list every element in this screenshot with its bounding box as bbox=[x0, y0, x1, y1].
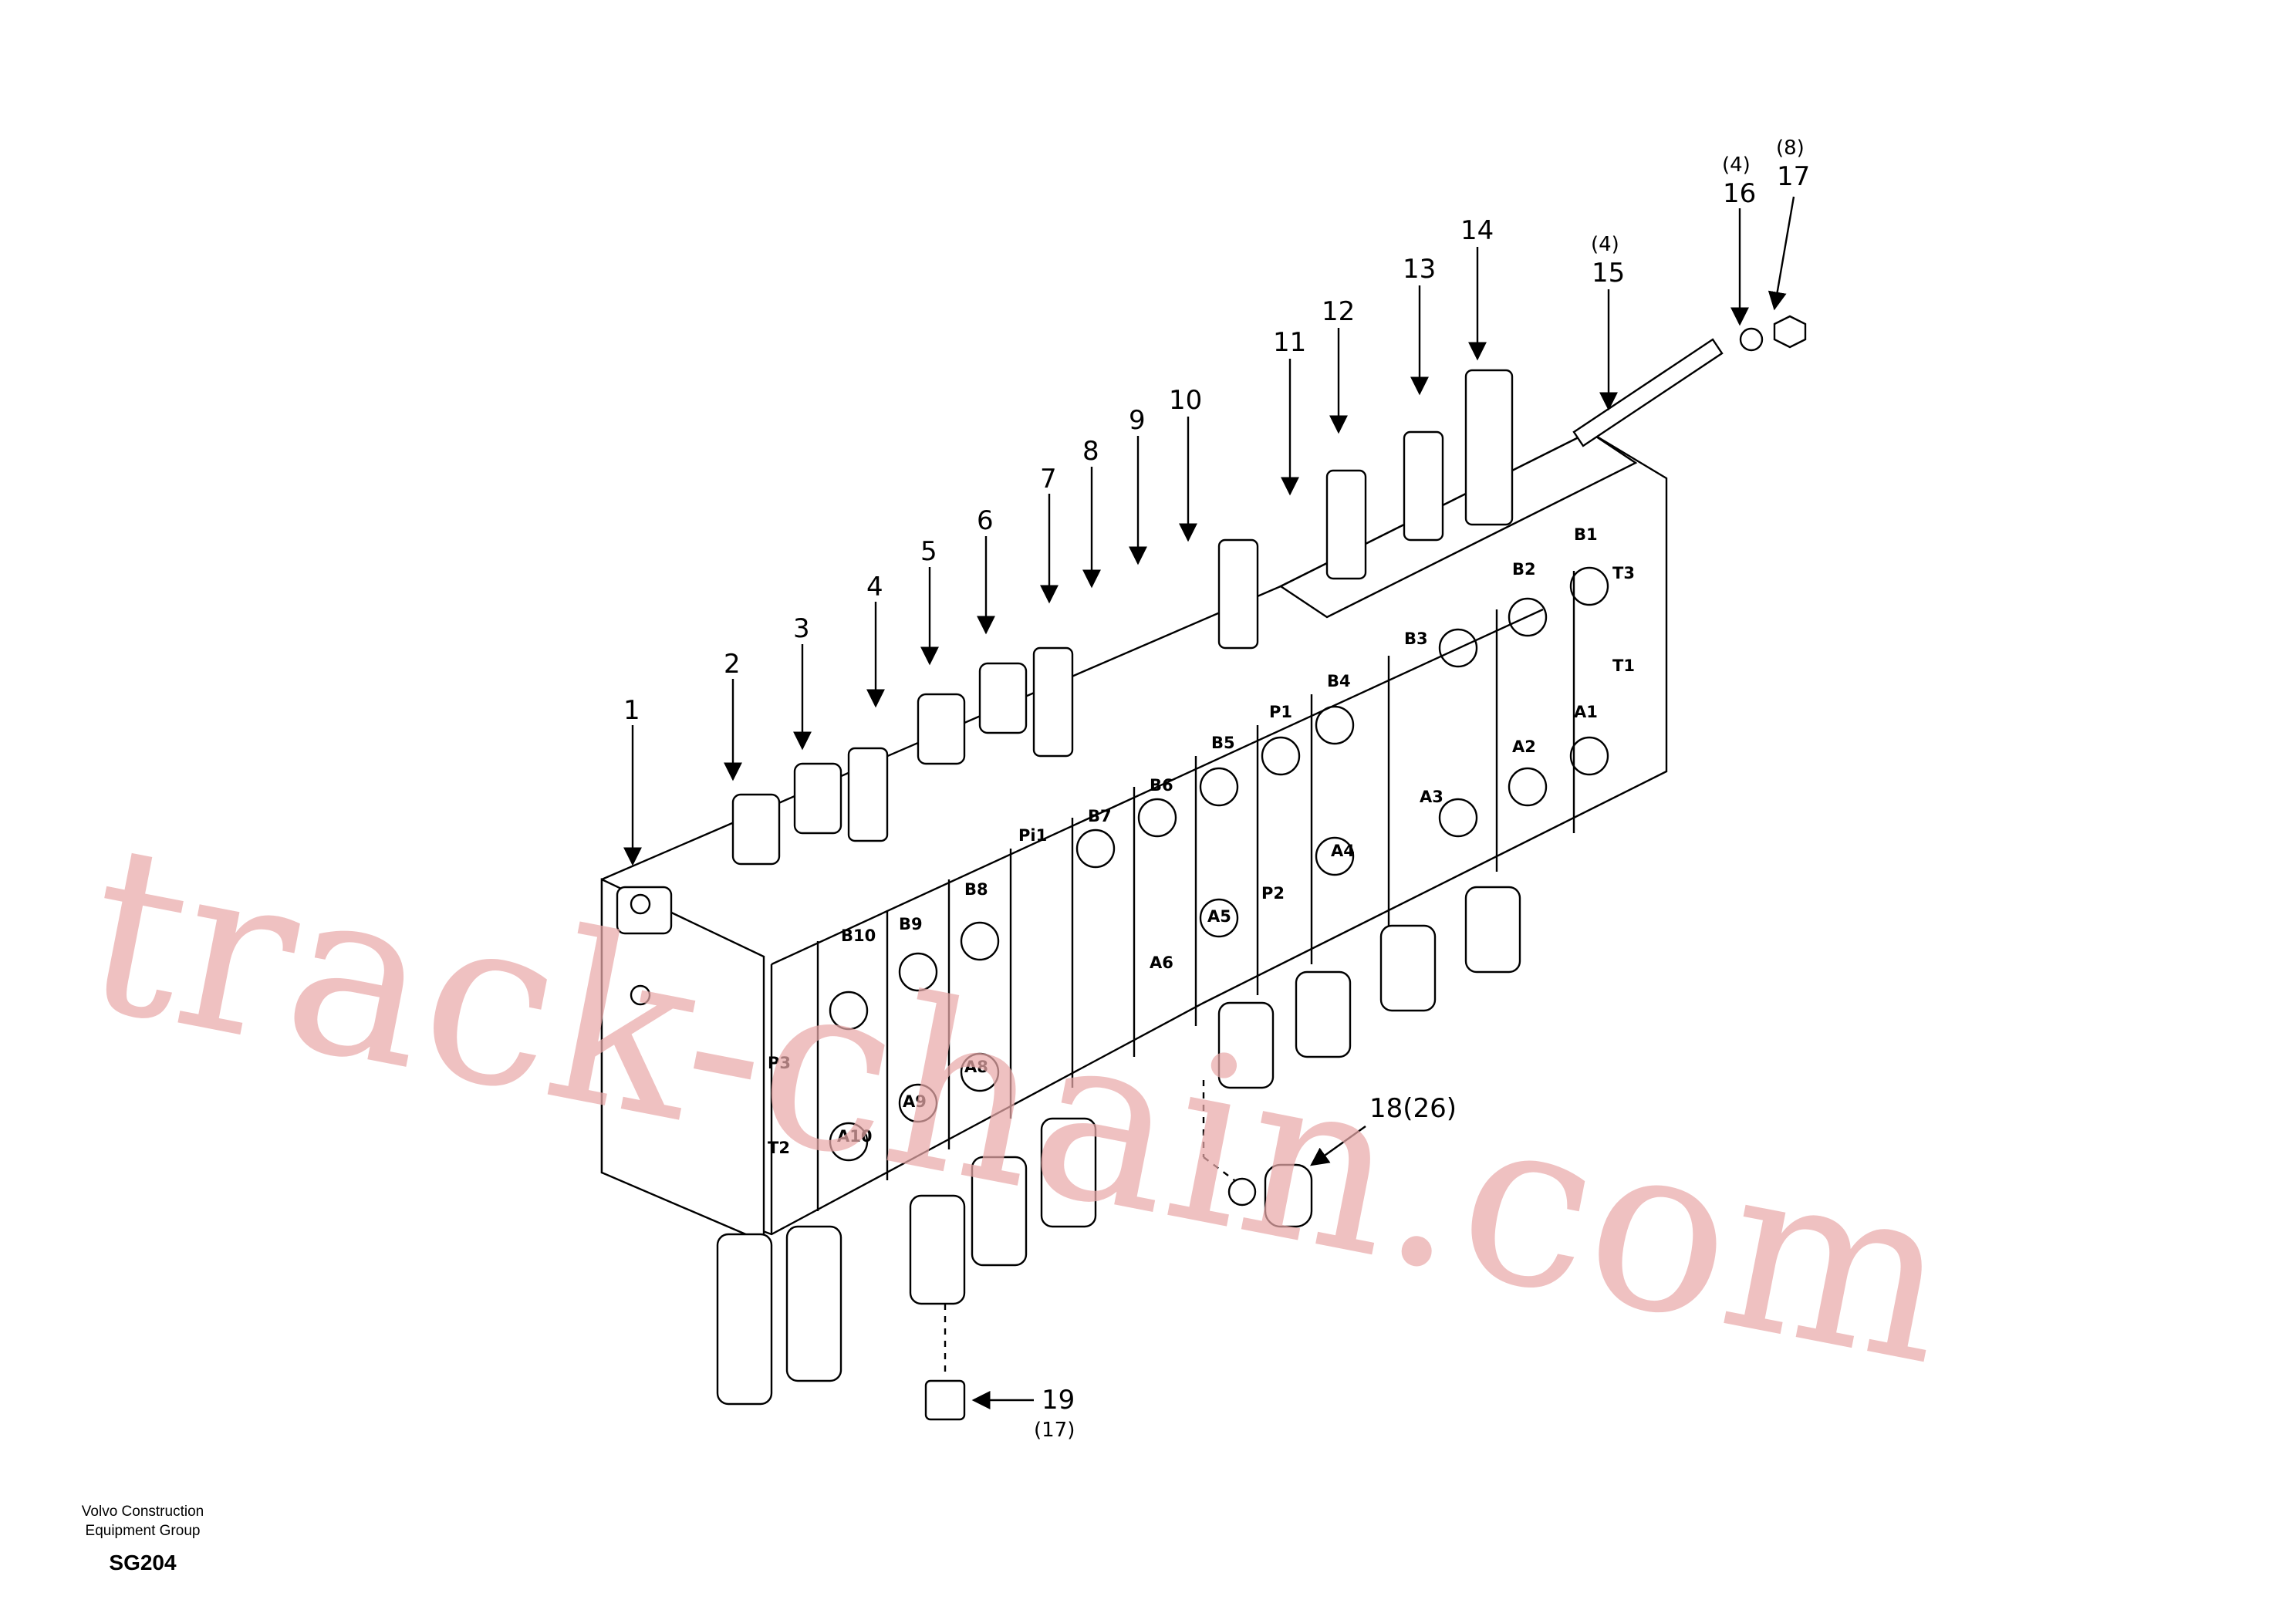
callout-18: 18(26) bbox=[1369, 1093, 1457, 1124]
port-label-b3: B3 bbox=[1404, 629, 1428, 648]
company-line-1: Volvo Construction bbox=[82, 1504, 204, 1520]
callout-12: 12 bbox=[1322, 296, 1355, 327]
port-label-b7: B7 bbox=[1088, 807, 1112, 825]
callout-9: 9 bbox=[1129, 405, 1146, 436]
callout-5: 5 bbox=[920, 536, 937, 567]
callout-19: 19 bbox=[1042, 1385, 1075, 1416]
callout-8: 8 bbox=[1082, 436, 1099, 467]
port-label-p3: P3 bbox=[768, 1054, 791, 1072]
port-label-p2: P2 bbox=[1261, 884, 1285, 903]
port-label-t1: T1 bbox=[1612, 656, 1635, 675]
port-label-t2: T2 bbox=[768, 1139, 790, 1157]
company-line-2: Equipment Group bbox=[86, 1523, 201, 1539]
port-label-a1: A1 bbox=[1574, 703, 1598, 721]
callout-19-qty: (17) bbox=[1034, 1419, 1075, 1442]
callout-13: 13 bbox=[1403, 254, 1436, 285]
callout-17-qty: (8) bbox=[1776, 137, 1805, 160]
port-label-b4: B4 bbox=[1327, 672, 1351, 690]
footer: Volvo Construction Equipment Group SG204 bbox=[82, 1504, 204, 1574]
port-label-a9: A9 bbox=[903, 1092, 927, 1111]
callout-numbers: 1 2 3 4 5 6 7 8 9 10 11 12 13 14 (4) 15 … bbox=[623, 137, 1810, 1442]
port-label-b2: B2 bbox=[1512, 560, 1536, 579]
drawing-code: SG204 bbox=[109, 1551, 177, 1574]
callout-16-qty: (4) bbox=[1722, 154, 1751, 177]
port-label-a8: A8 bbox=[964, 1058, 988, 1076]
port-label-t3: T3 bbox=[1612, 564, 1635, 582]
port-label-a3: A3 bbox=[1420, 788, 1443, 806]
port-label-b9: B9 bbox=[899, 915, 923, 933]
callout-6: 6 bbox=[977, 505, 994, 536]
port-label-a5: A5 bbox=[1207, 907, 1231, 926]
callout-11: 11 bbox=[1273, 327, 1306, 358]
callout-2: 2 bbox=[724, 649, 741, 680]
callout-17: 17 bbox=[1777, 161, 1810, 192]
callout-15: 15 bbox=[1592, 258, 1625, 289]
port-label-a4: A4 bbox=[1331, 842, 1355, 860]
callout-10: 10 bbox=[1169, 385, 1202, 416]
callout-7: 7 bbox=[1040, 464, 1057, 494]
port-label-p1: P1 bbox=[1269, 703, 1292, 721]
port-label-b5: B5 bbox=[1211, 734, 1235, 752]
port-label-a10: A10 bbox=[837, 1127, 872, 1146]
callout-16: 16 bbox=[1723, 178, 1756, 209]
callout-arrows bbox=[623, 196, 1795, 1409]
control-valve-body bbox=[600, 315, 1807, 1421]
callout-4: 4 bbox=[866, 572, 883, 602]
port-label-pi1: Pi1 bbox=[1018, 826, 1047, 845]
port-labels: B10 B9 B8 B7 B6 B5 B4 B3 B2 B1 T3 T1 A1 … bbox=[768, 525, 1635, 1157]
callout-14: 14 bbox=[1460, 215, 1494, 246]
port-label-a6: A6 bbox=[1150, 953, 1173, 972]
port-label-b1: B1 bbox=[1574, 525, 1598, 544]
callout-1: 1 bbox=[623, 695, 640, 726]
port-label-b8: B8 bbox=[964, 880, 988, 899]
port-label-b6: B6 bbox=[1150, 776, 1173, 795]
port-label-a2: A2 bbox=[1512, 737, 1536, 756]
callout-15-qty: (4) bbox=[1591, 233, 1619, 256]
callout-3: 3 bbox=[793, 613, 810, 644]
port-label-b10: B10 bbox=[841, 926, 876, 945]
